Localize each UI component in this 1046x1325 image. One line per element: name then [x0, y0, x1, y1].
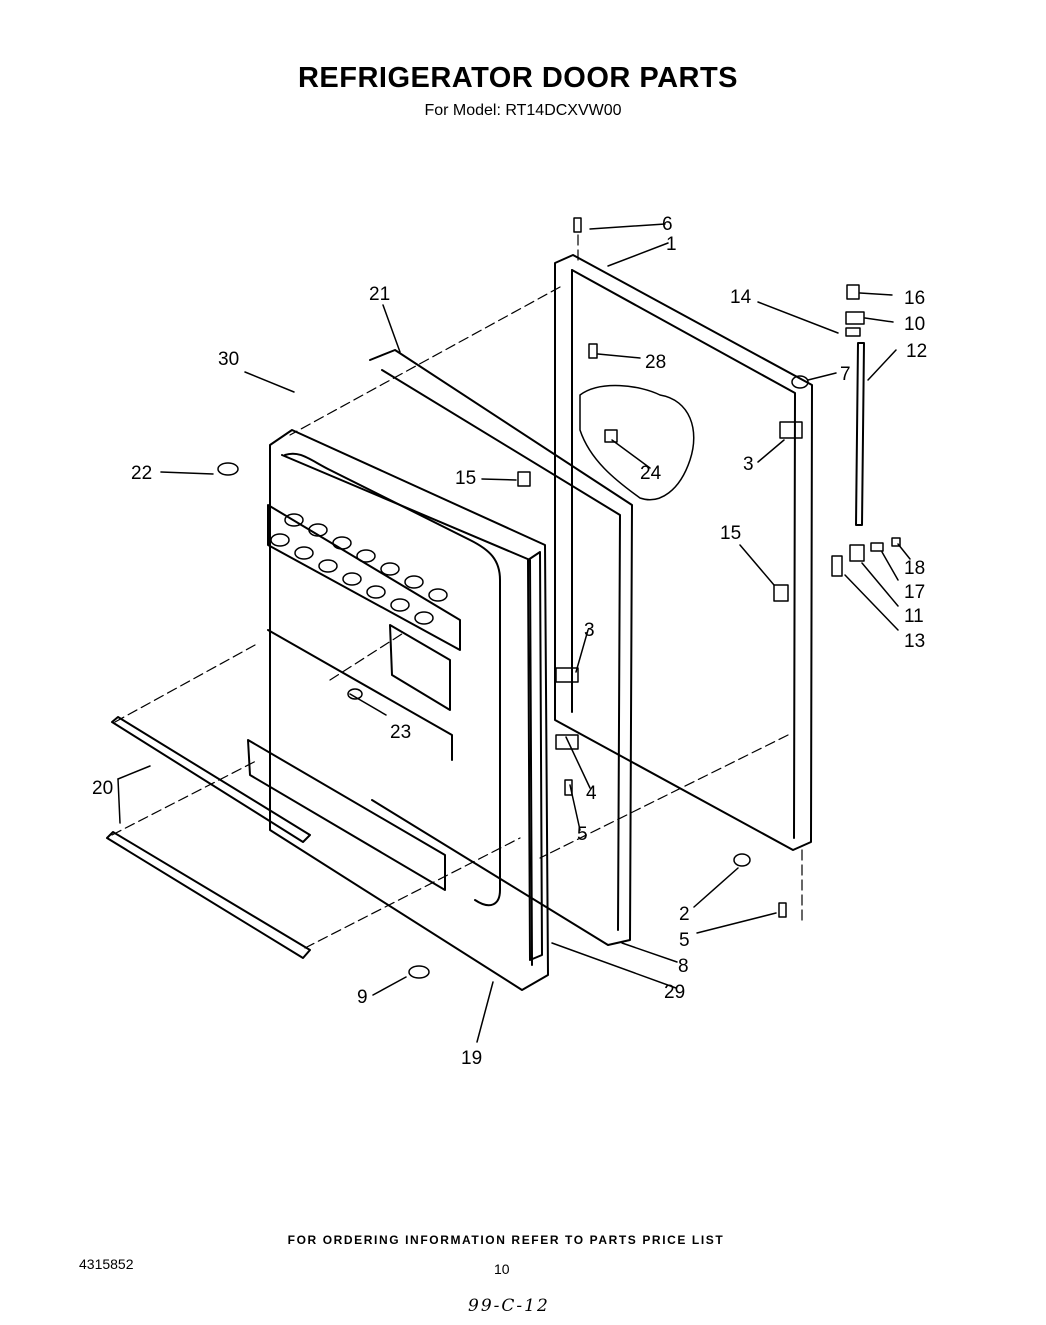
callout-5-panel: 5 [577, 824, 588, 845]
hinge-rod [855, 342, 865, 526]
callout-11: 11 [904, 606, 924, 627]
callout-15-panel: 15 [455, 468, 476, 489]
callout-5-frame: 5 [679, 930, 690, 951]
assembly-lines [111, 234, 803, 949]
callout-16: 16 [904, 288, 925, 309]
callout-8: 8 [678, 956, 689, 977]
callout-7: 7 [840, 364, 851, 385]
callout-15-frame: 15 [720, 523, 741, 544]
callout-9: 9 [357, 987, 368, 1008]
small-parts [217, 217, 901, 979]
callout-21: 21 [369, 284, 390, 305]
callout-20: 20 [92, 778, 113, 799]
callout-4: 4 [586, 783, 597, 804]
model-subtitle: For Model: RT14DCXVW00 [424, 102, 622, 119]
callout-1: 1 [666, 234, 677, 255]
callout-2: 2 [679, 904, 690, 925]
insulation-panel [369, 349, 695, 946]
callout-12: 12 [906, 341, 927, 362]
door-frame-outer [554, 254, 813, 851]
callout-10: 10 [904, 314, 925, 335]
callout-24: 24 [640, 463, 662, 484]
page-title: REFRIGERATOR DOOR PARTS [297, 62, 739, 94]
callout-17: 17 [904, 582, 925, 603]
callout-13: 13 [904, 631, 925, 652]
door-gasket [527, 551, 543, 961]
callout-14: 14 [730, 287, 752, 308]
shelf-rail-lower [106, 831, 311, 959]
ordering-note: FOR ORDERING INFORMATION REFER TO PARTS … [287, 1233, 725, 1247]
callout-28: 28 [645, 352, 666, 373]
callout-29: 29 [664, 982, 685, 1003]
inner-door-liner [247, 429, 549, 991]
document-number: 4315852 [79, 1256, 134, 1272]
callout-19: 19 [461, 1048, 482, 1069]
egg-holders [270, 513, 448, 625]
handwritten-note: 99-C-12 [468, 1296, 550, 1316]
callout-3-hinge: 3 [743, 454, 754, 475]
shelf-rail-upper [111, 716, 311, 843]
callout-18: 18 [904, 558, 925, 579]
callout-3-panel: 3 [584, 620, 595, 641]
callout-22: 22 [131, 463, 152, 484]
leader-lines [117, 223, 911, 1043]
callout-23: 23 [390, 722, 411, 743]
page-number: 10 [494, 1261, 510, 1277]
callout-6: 6 [662, 214, 673, 235]
callout-30: 30 [218, 349, 239, 370]
